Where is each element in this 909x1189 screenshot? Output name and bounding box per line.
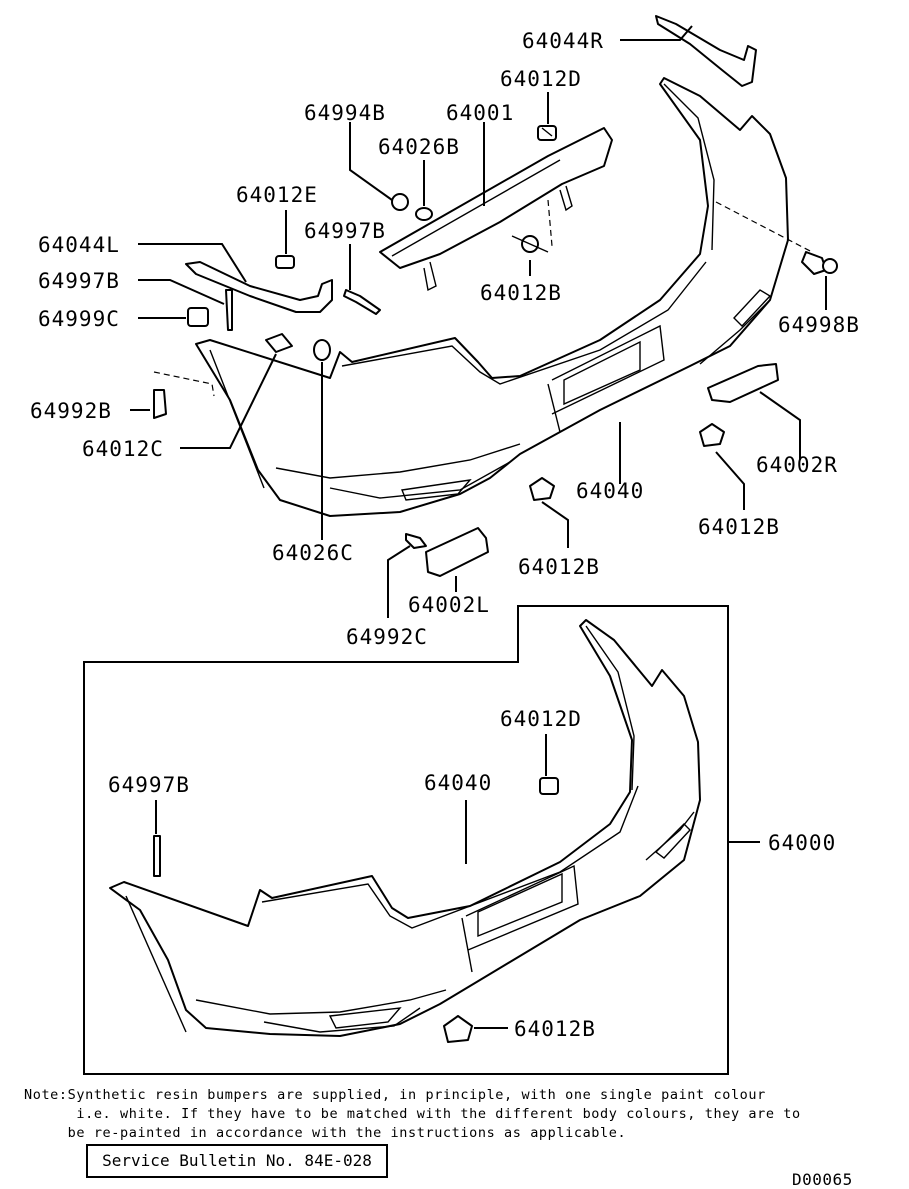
note-line-3: be re-painted in accordance with the ins…: [24, 1125, 627, 1141]
callout-64001: 64001: [446, 101, 514, 125]
service-bulletin-label: Service Bulletin No. 84E-028: [86, 1144, 388, 1178]
callout-64012D-box: 64012D: [500, 707, 582, 731]
callout-64999C: 64999C: [38, 307, 120, 331]
rivet-64997B-left: [225, 289, 233, 331]
callout-64997B-top: 64997B: [304, 219, 386, 243]
clip-64012E: [275, 255, 295, 269]
callout-64012B-upper: 64012B: [480, 281, 562, 305]
document-id: D00065: [792, 1170, 853, 1189]
note-line-2: i.e. white. If they have to be matched w…: [24, 1106, 801, 1122]
callout-64044R: 64044R: [522, 29, 604, 53]
guide-bracket-64002R: [707, 363, 779, 403]
callout-64012B-mid: 64012B: [518, 555, 600, 579]
rivet-64997B-box: [153, 835, 161, 877]
guide-bracket-64002L: [425, 527, 489, 577]
callout-64992C: 64992C: [346, 625, 428, 649]
clip-64012B-box: [443, 1015, 473, 1043]
callout-64997B-left: 64997B: [38, 269, 120, 293]
callout-64026C: 64026C: [272, 541, 354, 565]
callout-64012C: 64012C: [82, 437, 164, 461]
clip-64012B-upper: [511, 235, 549, 253]
clip-64012C: [265, 333, 293, 353]
callout-64012D-top: 64012D: [500, 67, 582, 91]
callout-64002R: 64002R: [756, 453, 838, 477]
callout-64040-box: 64040: [424, 771, 492, 795]
bumper-face-assembly: [109, 619, 701, 1037]
clip-64012D-box: [539, 777, 559, 795]
callout-64040-top: 64040: [576, 479, 644, 503]
callout-64994B: 64994B: [304, 101, 386, 125]
leader-lines-upper: [130, 25, 827, 618]
clip-64012B-mid: [529, 477, 555, 501]
callout-64000: 64000: [768, 831, 836, 855]
callout-64002L: 64002L: [408, 593, 490, 617]
paint-note: Note:Synthetic resin bumpers are supplie…: [24, 1086, 894, 1143]
bracket-64044R: [655, 15, 757, 87]
nut-64994B: [391, 193, 409, 211]
note-line-1: Note:Synthetic resin bumpers are supplie…: [24, 1087, 766, 1103]
screw-64992C: [405, 533, 427, 549]
callout-64044L: 64044L: [38, 233, 120, 257]
clip-64012B-right: [699, 423, 725, 447]
clip-64012D-top: [537, 125, 557, 141]
screw-64998B: [801, 251, 838, 275]
callout-64026B: 64026B: [378, 135, 460, 159]
bracket-64044L: [185, 261, 333, 313]
callout-64012E: 64012E: [236, 183, 318, 207]
grommet-64026C: [313, 339, 331, 361]
assembly-frame: [83, 605, 729, 1075]
grommet-64026B: [415, 207, 433, 221]
callout-64997B-box: 64997B: [108, 773, 190, 797]
callout-64012B-box: 64012B: [514, 1017, 596, 1041]
callout-64012B-right: 64012B: [698, 515, 780, 539]
bumper-face-exploded: [195, 77, 789, 517]
screw-64992B: [153, 389, 167, 419]
rivet-64997B-top: [343, 289, 381, 315]
nut-64999C: [187, 307, 209, 327]
callout-64992B: 64992B: [30, 399, 112, 423]
callout-64998B: 64998B: [778, 313, 860, 337]
leader-lines-lower: [155, 734, 760, 1029]
bumper-reinforcement: [379, 127, 613, 292]
